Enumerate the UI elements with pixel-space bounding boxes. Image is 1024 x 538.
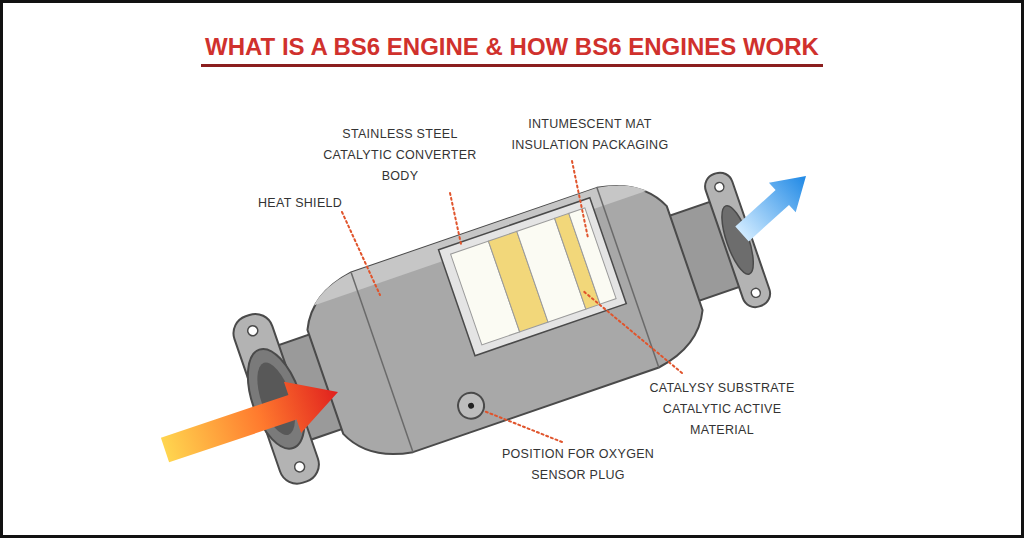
leader-line (342, 212, 380, 295)
exhaust-in-arrow (161, 382, 338, 463)
bolt-hole (246, 324, 259, 337)
part-label: INTUMESCENT MAT INSULATION PACKAGING (505, 114, 675, 156)
part-label: STAINLESS STEEL CATALYTIC CONVERTER BODY (314, 124, 486, 187)
leader-line (484, 411, 562, 442)
catalytic-converter (223, 146, 782, 497)
leader-lines (342, 161, 682, 442)
converter-body (294, 168, 715, 471)
cutaway-mat (439, 198, 627, 356)
part-label: POSITION FOR OXYGEN SENSOR PLUG (493, 444, 663, 486)
exhaust-out-arrow (735, 176, 806, 241)
shield-seam (351, 272, 413, 452)
page-title: WHAT IS A BS6 ENGINE & HOW BS6 ENGINES W… (201, 33, 823, 67)
bolt-hole (714, 181, 725, 192)
oxygen-sensor-plug (455, 389, 488, 422)
leader-line (450, 193, 461, 244)
bolt-hole (293, 461, 306, 474)
bolt-hole (750, 287, 761, 298)
outlet-flange (702, 169, 774, 310)
leader-line (572, 161, 588, 238)
part-label: CATALYSY SUBSTRATE CATALYTIC ACTIVE MATE… (645, 378, 800, 441)
leader-line (582, 290, 682, 373)
part-label: HEAT SHIELD (258, 193, 342, 214)
substrate-band (569, 208, 616, 304)
sensor-dot (467, 402, 475, 410)
